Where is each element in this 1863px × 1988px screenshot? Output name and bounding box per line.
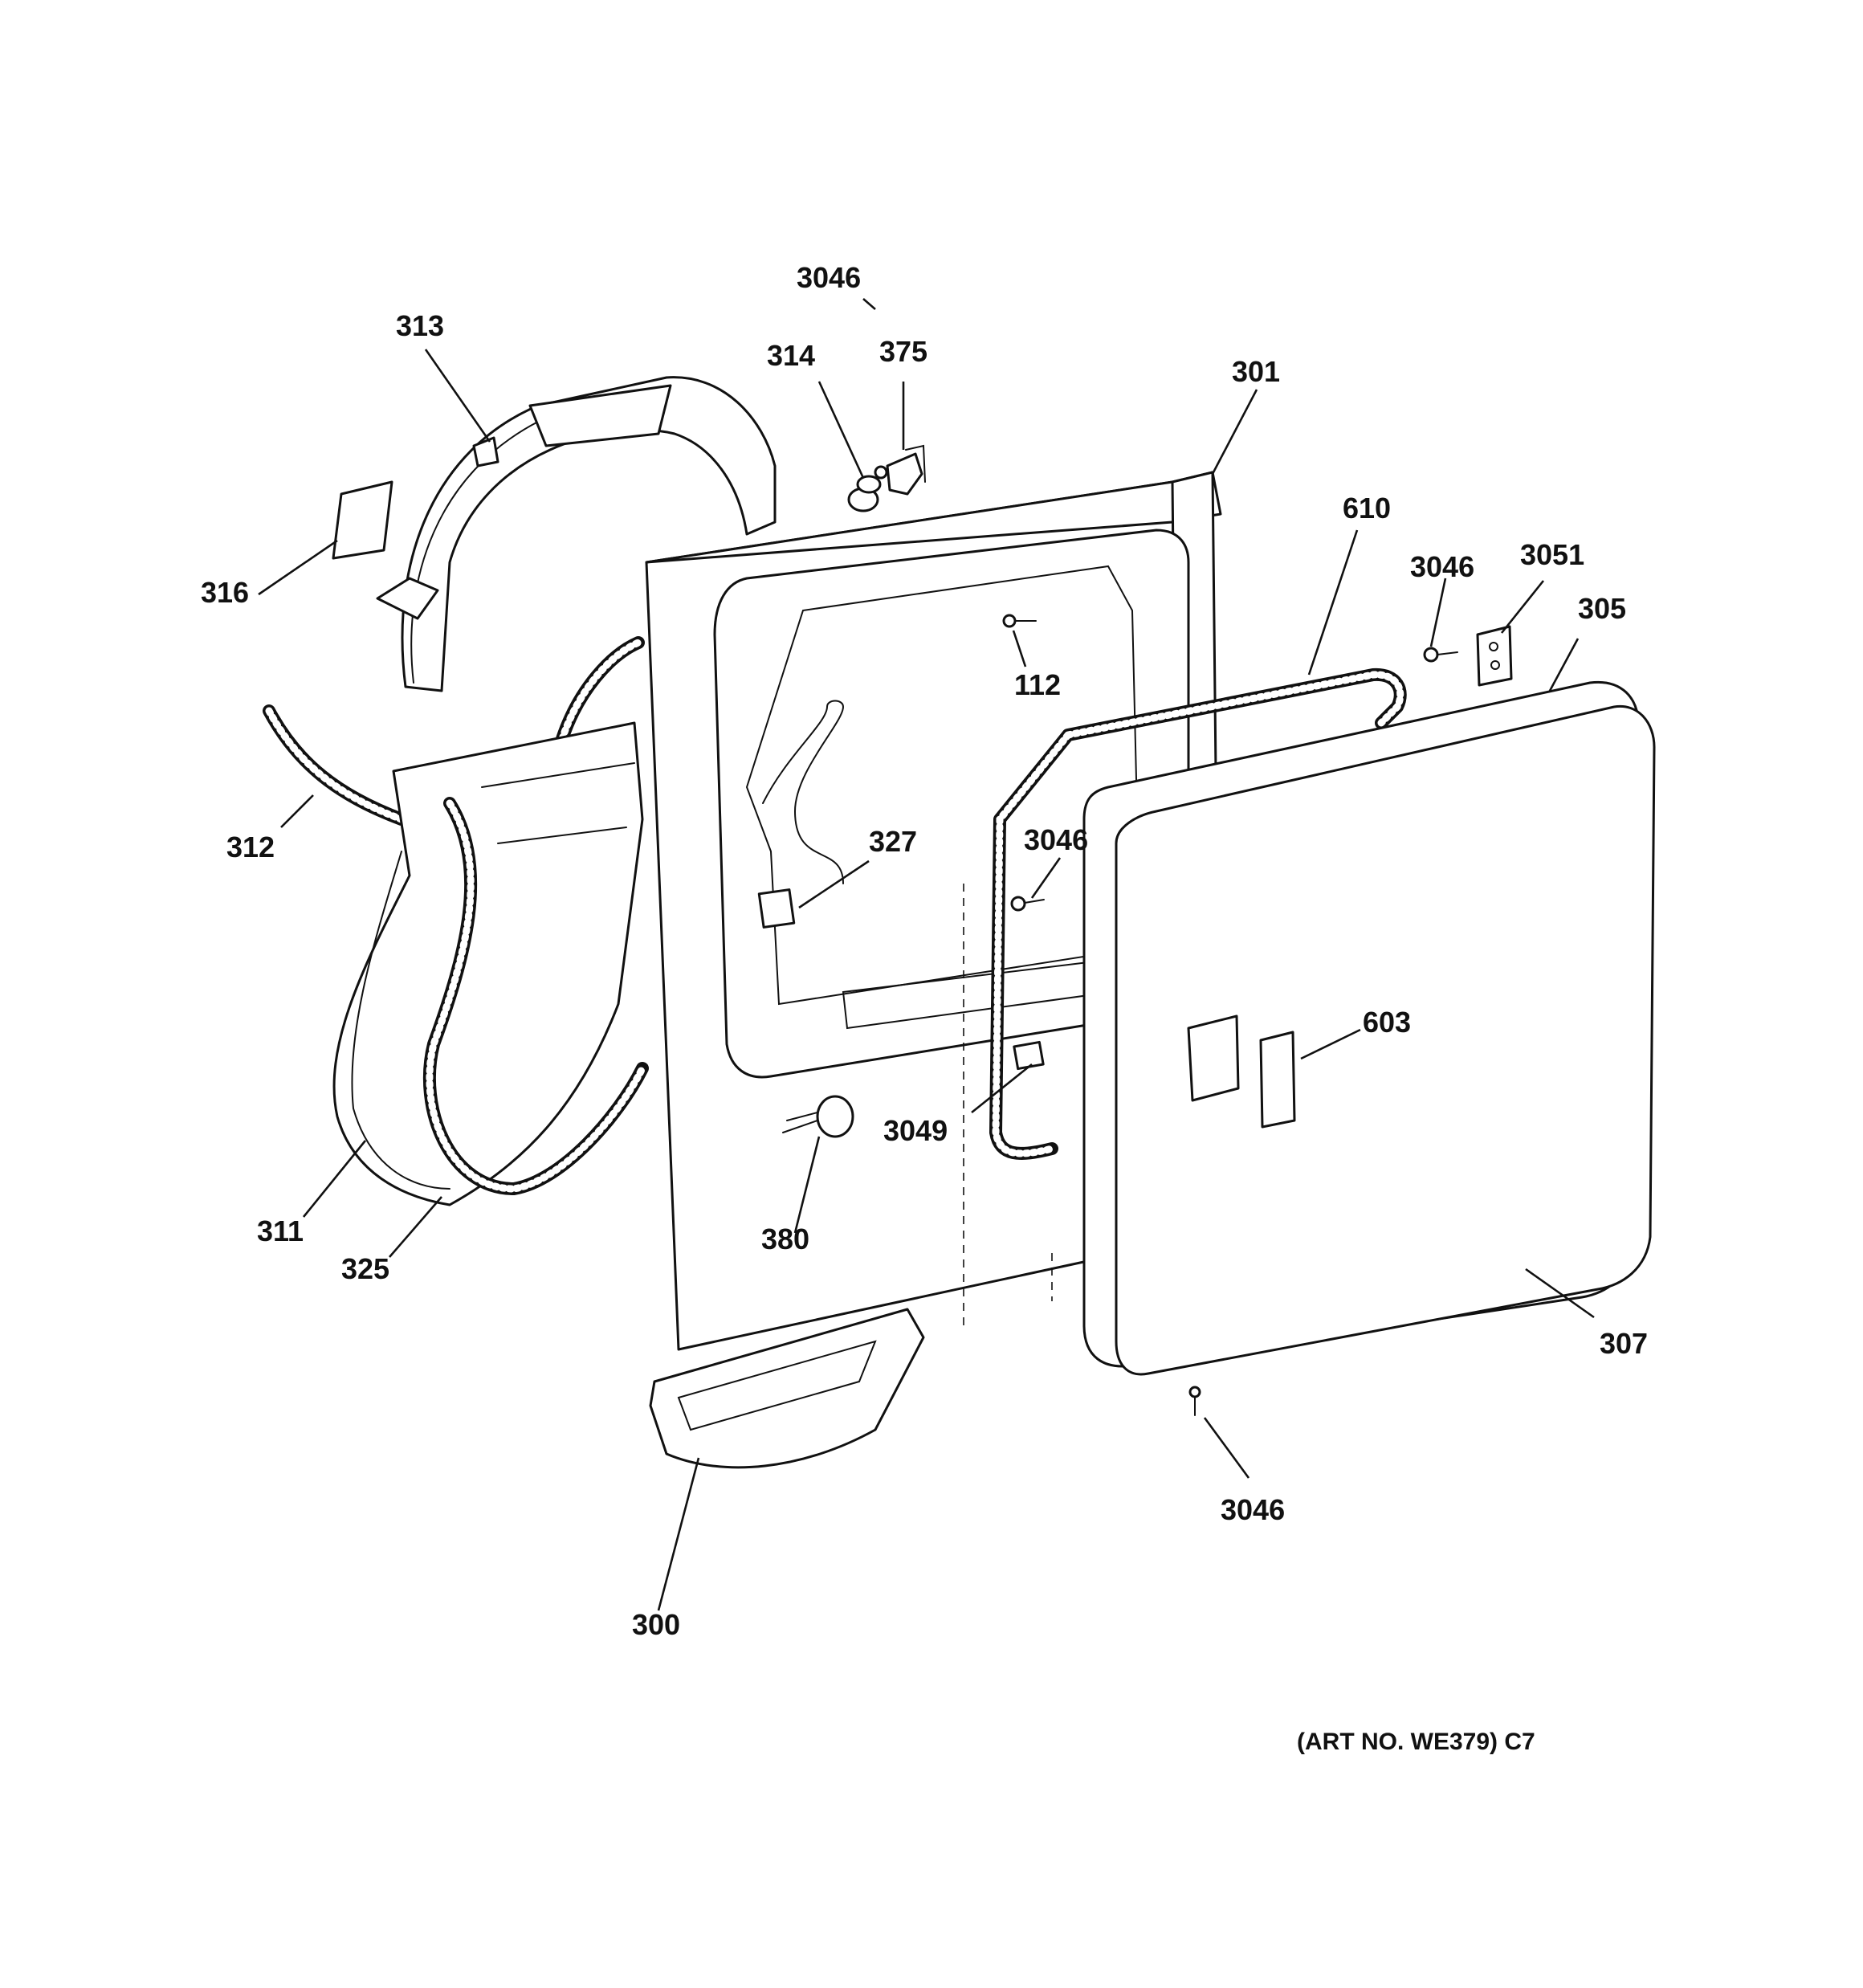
part-label-311: 311 [257, 1214, 304, 1247]
hinge-3051 [1476, 625, 1513, 687]
label-strip-316 [332, 480, 393, 560]
screw-3046-bottom [1188, 1386, 1201, 1416]
screw-3046-top [874, 465, 888, 480]
outer-door-307 [1115, 704, 1656, 1376]
lower-bulkhead-311 [332, 721, 644, 1206]
screw-3046-hinge [1423, 647, 1458, 663]
part-label-3046: 3046 [1410, 550, 1474, 583]
part-label-305: 305 [1578, 592, 1626, 625]
part-label-3046: 3046 [1024, 823, 1088, 856]
upper-bulkhead-313 [376, 376, 777, 692]
latch-314-375 [847, 444, 926, 512]
lint-housing-300 [649, 1308, 925, 1469]
door-gasket-610 [989, 667, 1407, 1160]
part-label-610: 610 [1343, 492, 1391, 525]
front-panel-301 [645, 471, 1222, 1351]
part-label-316: 316 [201, 576, 249, 609]
screw-3046-door [1010, 896, 1045, 912]
part-label-314: 314 [767, 339, 815, 372]
part-label-301: 301 [1232, 355, 1280, 388]
part-label-375: 375 [879, 335, 927, 368]
clip-3049 [1013, 1040, 1045, 1071]
part-label-3046: 3046 [797, 261, 861, 294]
felt-seal-312 [263, 636, 645, 826]
part-label-307: 307 [1600, 1327, 1648, 1360]
part-label-313: 313 [396, 309, 444, 342]
part-label-603: 603 [1363, 1006, 1411, 1039]
leader-lines [258, 298, 1595, 1611]
part-label-325: 325 [341, 1252, 389, 1285]
part-label-312: 312 [226, 831, 275, 863]
part-label-3051: 3051 [1520, 538, 1584, 571]
seal-325 [422, 797, 649, 1195]
part-label-300: 300 [632, 1608, 680, 1641]
part-label-3049: 3049 [883, 1114, 948, 1147]
part-label-3046: 3046 [1221, 1493, 1285, 1526]
screw-112 [1002, 614, 1037, 628]
part-label-112: 112 [1014, 668, 1061, 701]
part-label-380: 380 [761, 1223, 809, 1255]
part-label-327: 327 [869, 825, 917, 858]
switch-380 [782, 1095, 854, 1138]
art-number: (ART NO. WE379) C7 [1297, 1729, 1535, 1755]
switch-327 [757, 888, 796, 929]
